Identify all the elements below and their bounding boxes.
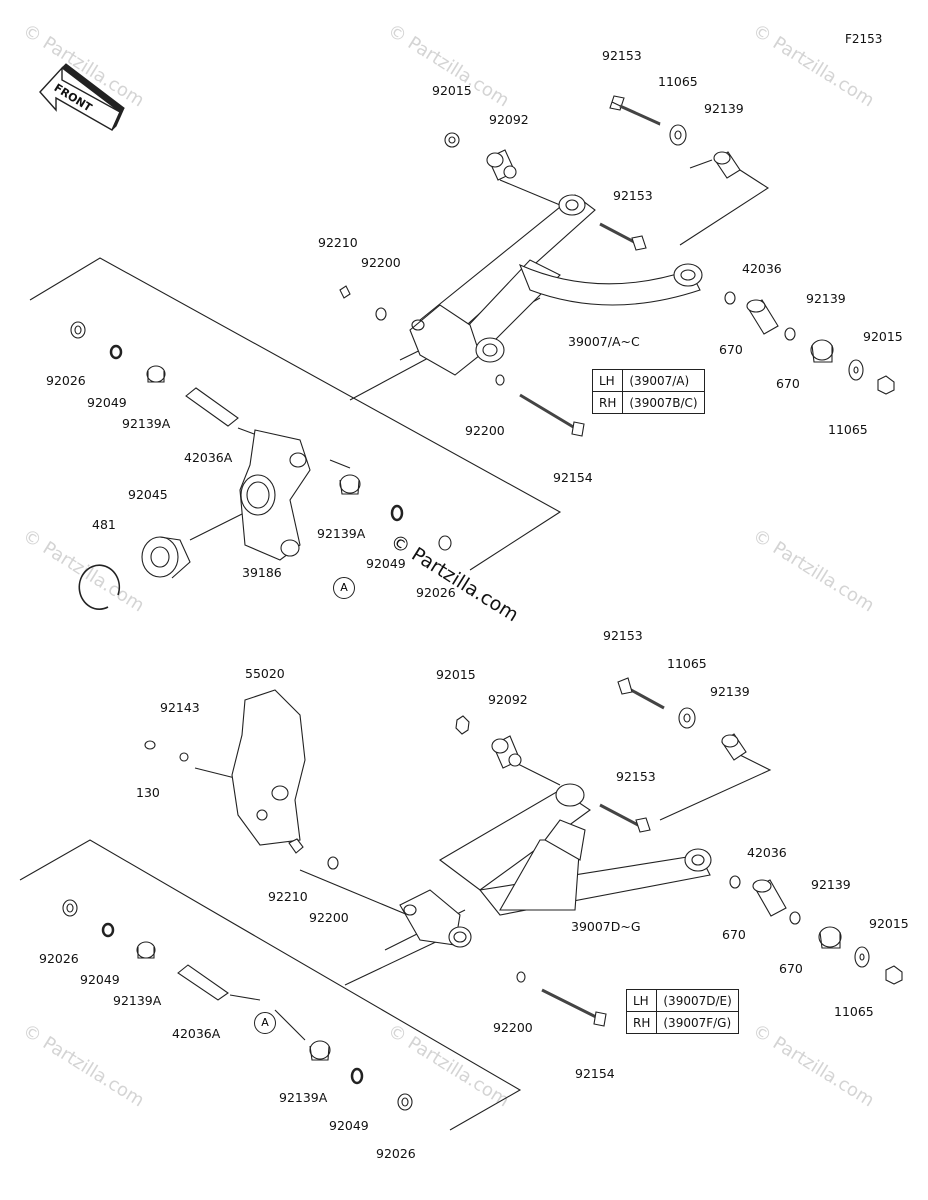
- label-92153: 92153: [616, 769, 656, 784]
- circlip-icon: [78, 564, 121, 610]
- callout-a: A: [254, 1012, 276, 1034]
- label-55020: 55020: [245, 666, 285, 681]
- upper-assembly: [29, 95, 895, 610]
- label-92153: 92153: [602, 48, 642, 63]
- callout-a: A: [333, 577, 355, 599]
- label-11065: 11065: [667, 656, 707, 671]
- label-92049: 92049: [80, 972, 120, 987]
- label-92026: 92026: [39, 951, 79, 966]
- label-11065: 11065: [834, 1004, 874, 1019]
- label-92015: 92015: [432, 83, 472, 98]
- label-92026: 92026: [46, 373, 86, 388]
- label-92139A: 92139A: [279, 1090, 328, 1105]
- label-92139: 92139: [704, 101, 744, 116]
- upper-side-table: LH(39007/A) RH(39007B/C): [591, 369, 705, 414]
- lower-side-table: LH(39007D/E) RH(39007F/G): [625, 989, 739, 1034]
- label-92210: 92210: [268, 889, 308, 904]
- label-92139: 92139: [806, 291, 846, 306]
- label-39007: 39007D~G: [571, 919, 641, 934]
- part-cell: (39007F/G): [656, 1011, 739, 1034]
- label-130: 130: [136, 785, 160, 800]
- side-cell: LH: [625, 989, 658, 1012]
- label-92139A: 92139A: [317, 526, 366, 541]
- label-92092: 92092: [489, 112, 529, 127]
- label-11065: 11065: [658, 74, 698, 89]
- label-92049: 92049: [329, 1118, 369, 1133]
- label-92026: 92026: [376, 1146, 416, 1161]
- label-92026: 92026: [416, 585, 456, 600]
- table-row: RH(39007B/C): [591, 391, 705, 414]
- label-92200: 92200: [309, 910, 349, 925]
- label-42036A: 42036A: [184, 450, 233, 465]
- lower-assembly: [19, 677, 903, 1131]
- label-92153: 92153: [603, 628, 643, 643]
- label-92210: 92210: [318, 235, 358, 250]
- side-cell: LH: [591, 369, 624, 392]
- bearing-icon: [141, 536, 191, 579]
- label-670: 670: [722, 927, 746, 942]
- label-92143: 92143: [160, 700, 200, 715]
- label-42036: 42036: [742, 261, 782, 276]
- label-92139A: 92139A: [113, 993, 162, 1008]
- bolt-icon: [609, 95, 661, 126]
- table-row: RH(39007F/G): [625, 1011, 739, 1034]
- label-92015: 92015: [869, 916, 909, 931]
- front-arrow-icon: [39, 63, 125, 131]
- label-481: 481: [92, 517, 116, 532]
- side-cell: RH: [625, 1011, 658, 1034]
- label-92092: 92092: [488, 692, 528, 707]
- table-row: LH(39007D/E): [625, 989, 739, 1012]
- label-39007: 39007/A~C: [568, 334, 640, 349]
- label-92200: 92200: [465, 423, 505, 438]
- label-42036A: 42036A: [172, 1026, 221, 1041]
- label-670: 670: [779, 961, 803, 976]
- label-92015: 92015: [436, 667, 476, 682]
- label-92154: 92154: [553, 470, 593, 485]
- part-cell: (39007D/E): [656, 989, 739, 1012]
- label-92015: 92015: [863, 329, 903, 344]
- label-92154: 92154: [575, 1066, 615, 1081]
- label-92139: 92139: [811, 877, 851, 892]
- label-92139A: 92139A: [122, 416, 171, 431]
- label-92049: 92049: [366, 556, 406, 571]
- label-92153: 92153: [613, 188, 653, 203]
- label-39186: 39186: [242, 565, 282, 580]
- label-92200: 92200: [361, 255, 401, 270]
- label-92049: 92049: [87, 395, 127, 410]
- label-670: 670: [776, 376, 800, 391]
- label-92045: 92045: [128, 487, 168, 502]
- side-cell: RH: [591, 391, 624, 414]
- label-670: 670: [719, 342, 743, 357]
- label-92139: 92139: [710, 684, 750, 699]
- table-row: LH(39007/A): [591, 369, 705, 392]
- label-92200: 92200: [493, 1020, 533, 1035]
- part-cell: (39007/A): [622, 369, 705, 392]
- label-11065: 11065: [828, 422, 868, 437]
- part-cell: (39007B/C): [622, 391, 705, 414]
- label-42036: 42036: [747, 845, 787, 860]
- diagram-code: F2153: [845, 32, 883, 46]
